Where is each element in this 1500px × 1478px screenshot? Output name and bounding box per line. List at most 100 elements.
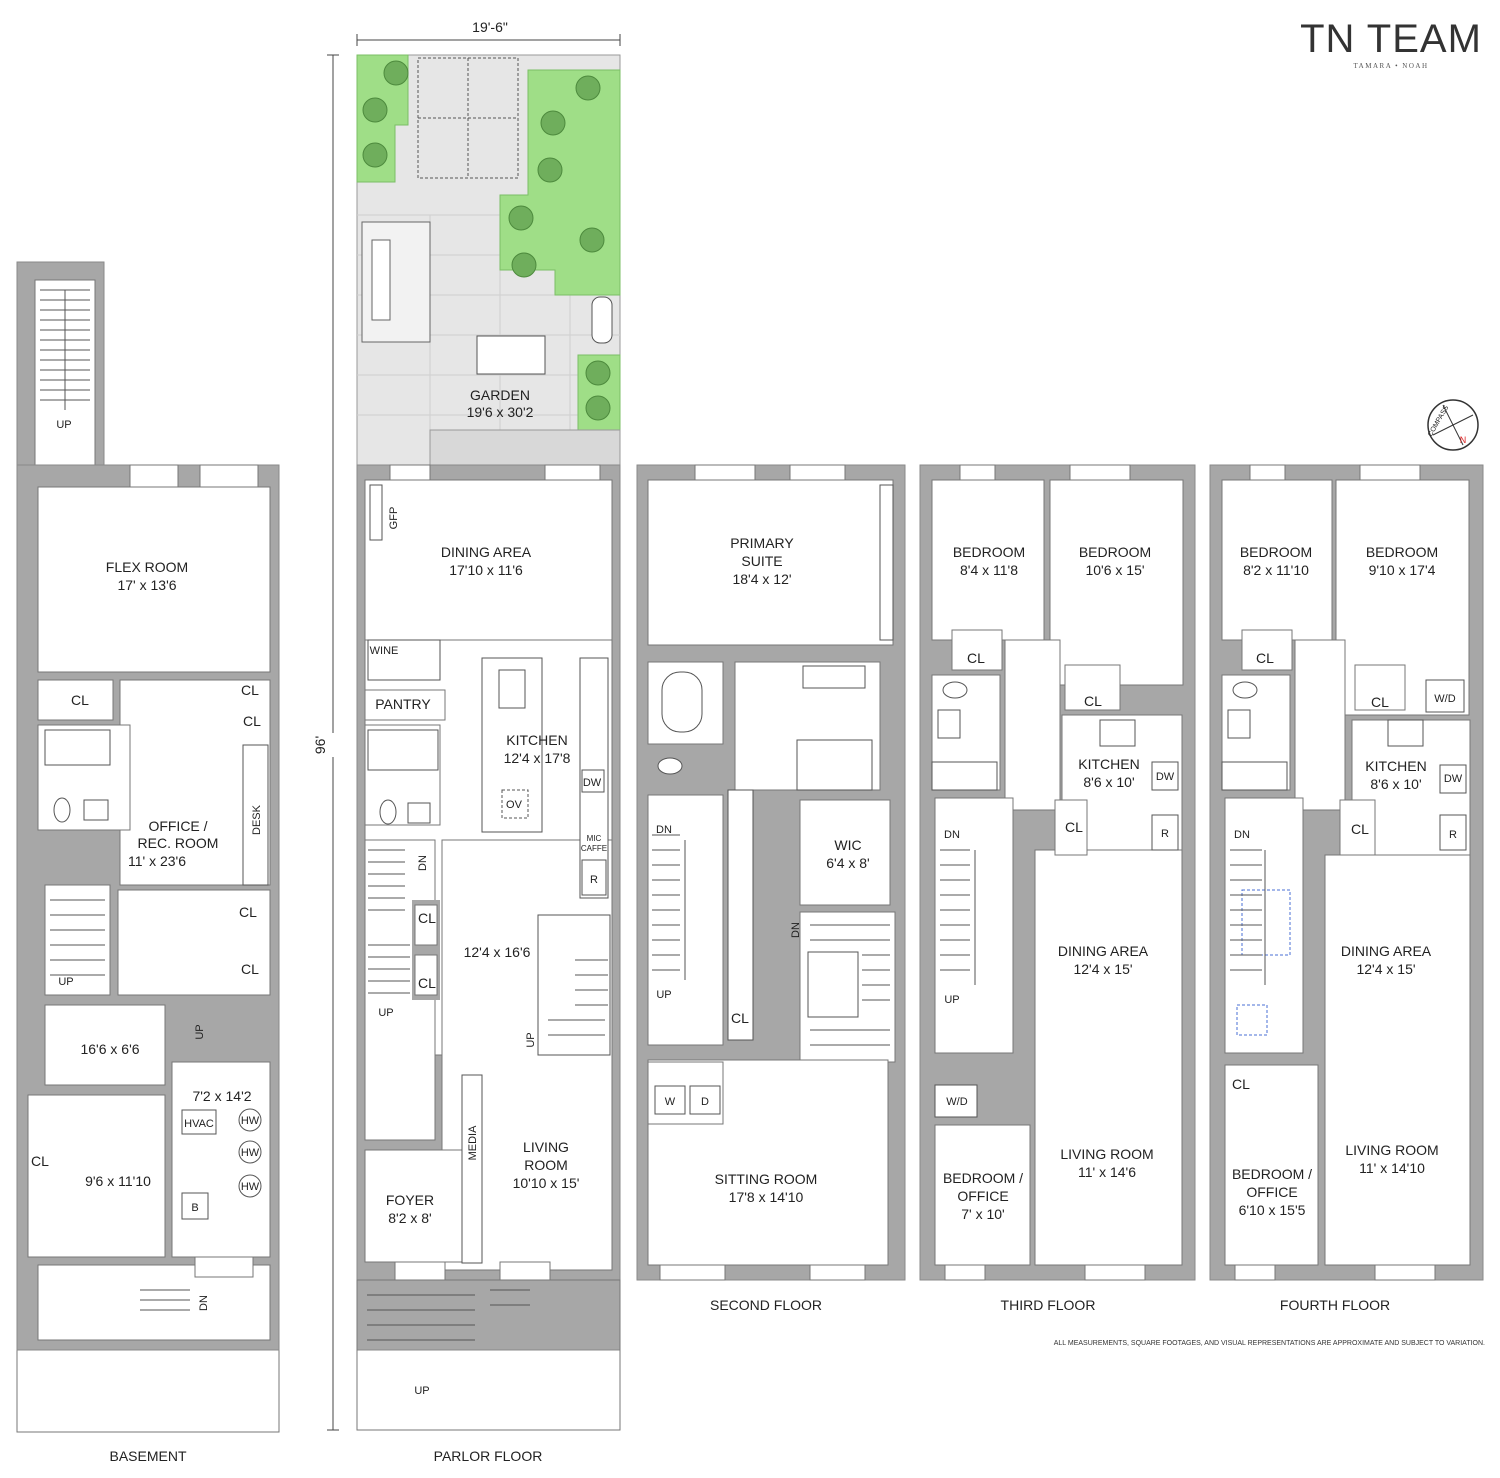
fourth-kitchen-name: KITCHEN: [1365, 758, 1426, 774]
fourth-cl-label: CL: [1256, 650, 1274, 666]
third-bedroom-1: [931, 479, 1045, 641]
second-floor-title: SECOND FLOOR: [710, 1297, 822, 1313]
garden-size: 19'6 x 30'2: [467, 404, 534, 420]
basement-cl-label: CL: [31, 1153, 49, 1169]
foyer-size: 8'2 x 8': [388, 1210, 431, 1226]
desk-label: DESK: [251, 804, 263, 835]
fourth-wd-label: W/D: [1434, 693, 1455, 705]
third-bedroom-office: [934, 1124, 1031, 1266]
third-kitchen-size: 8'6 x 10': [1083, 774, 1134, 790]
third-cl-label: CL: [967, 650, 985, 666]
fourth-floor-title: FOURTH FLOOR: [1280, 1297, 1390, 1313]
walk-in-closet: [799, 799, 891, 906]
wine-label: WINE: [370, 645, 399, 657]
compass-north-label: N: [1460, 435, 1467, 445]
basement-room-9x11: [27, 1094, 166, 1258]
third-office-name-2: OFFICE: [957, 1188, 1008, 1204]
basement-title: BASEMENT: [109, 1448, 186, 1464]
office-room-name-2: REC. ROOM: [138, 835, 219, 851]
width-dimension: 19'-6": [356, 19, 621, 46]
fourth-dining-size: 12'4 x 15': [1356, 961, 1415, 977]
parlor-cl-label: CL: [418, 975, 436, 991]
basement-cl-label: CL: [241, 682, 259, 698]
kitchen-size: 12'4 x 17'8: [504, 750, 571, 766]
dishwasher-label: DW: [583, 777, 602, 789]
pantry-label: PANTRY: [375, 696, 431, 712]
third-bedroom-2-size: 10'6 x 15': [1085, 562, 1144, 578]
office-room-name: OFFICE /: [148, 818, 207, 834]
third-floor-plan: BEDROOM 8'4 x 11'8 BEDROOM 10'6 x 15' KI…: [919, 464, 1196, 1313]
brand-name: TN TEAM: [1300, 17, 1482, 61]
fourth-office-name-2: OFFICE: [1246, 1184, 1297, 1200]
basement-plan: FLEX ROOM 17' x 13'6 OFFICE / REC. ROOM …: [16, 261, 280, 1464]
basement-up-label: UP: [194, 1024, 206, 1039]
basement-closet-1: [37, 679, 114, 721]
flex-room-name: FLEX ROOM: [106, 559, 188, 575]
basement-cl-label: CL: [243, 713, 261, 729]
boiler-label: B: [191, 1202, 198, 1214]
third-office-name: BEDROOM /: [943, 1170, 1023, 1186]
wic-size: 6'4 x 8': [826, 855, 869, 871]
basement-stair: [44, 884, 111, 996]
flex-room-size: 17' x 13'6: [117, 577, 176, 593]
sitting-room-name: SITTING ROOM: [715, 1171, 818, 1187]
sitting-room-size: 17'8 x 14'10: [729, 1189, 804, 1205]
fourth-fridge-label: R: [1449, 829, 1457, 841]
fourth-living-name: LIVING ROOM: [1345, 1142, 1438, 1158]
primary-suite: [647, 479, 894, 646]
fourth-bedroom-2-name: BEDROOM: [1366, 544, 1438, 560]
third-bedroom-2: [1049, 479, 1184, 686]
width-dimension-label: 19'-6": [472, 19, 508, 35]
caffe-label: CAFFE: [581, 844, 607, 853]
third-dining-living: [1034, 849, 1183, 1266]
third-up-label: UP: [944, 994, 959, 1006]
parlor-up-label: UP: [414, 1385, 429, 1397]
fourth-dn-label: DN: [1234, 829, 1250, 841]
second-dn-label: DN: [790, 922, 802, 938]
living-room-size: 10'10 x 15': [513, 1175, 580, 1191]
third-cl-label: CL: [1065, 819, 1083, 835]
third-dw-label: DW: [1156, 771, 1175, 783]
parlor-cl-label: CL: [418, 910, 436, 926]
dryer-label: D: [701, 1096, 709, 1108]
parlor-title: PARLOR FLOOR: [434, 1448, 543, 1464]
third-living-name: LIVING ROOM: [1060, 1146, 1153, 1162]
hvac-label: HVAC: [184, 1118, 214, 1130]
hw-label: HW: [241, 1181, 260, 1193]
garden-name: GARDEN: [470, 387, 530, 403]
fourth-bedroom-1-name: BEDROOM: [1240, 544, 1312, 560]
fourth-living-size: 11' x 14'10: [1359, 1160, 1425, 1176]
third-bedroom-2-name: BEDROOM: [1079, 544, 1151, 560]
basement-room-3-size: 16'6 x 6'6: [80, 1041, 139, 1057]
basement-cl-label: CL: [239, 904, 257, 920]
basement-room-16x6: [44, 1004, 166, 1086]
fourth-dw-label: DW: [1444, 773, 1463, 785]
gfp-label: GFP: [388, 507, 400, 530]
dining-area: [364, 479, 613, 641]
third-dining-name: DINING AREA: [1058, 943, 1149, 959]
fourth-cl-label: CL: [1371, 694, 1389, 710]
depth-dimension-label: 96': [312, 736, 328, 754]
fridge-label: R: [590, 874, 598, 886]
hw-label: HW: [241, 1115, 260, 1127]
foyer: [364, 1149, 476, 1263]
second-dn-label: DN: [656, 824, 672, 836]
primary-suite-size: 18'4 x 12': [732, 571, 791, 587]
second-floor-plan: PRIMARY SUITE 18'4 x 12' WIC 6'4 x 8' SI…: [636, 464, 906, 1313]
second-up-label: UP: [656, 989, 671, 1001]
basement-cl-label: CL: [71, 692, 89, 708]
fourth-cl-label: CL: [1351, 821, 1369, 837]
third-cl-label: CL: [1084, 693, 1102, 709]
fourth-cl-label: CL: [1232, 1076, 1250, 1092]
office-room-size: 11' x 23'6: [128, 853, 186, 869]
compass-icon: COMPASS N: [1427, 399, 1479, 451]
parlor-plan: GARDEN 19'6 x 30'2: [356, 54, 621, 1464]
third-living-size: 11' x 14'6: [1078, 1164, 1136, 1180]
brand-logo: TN TEAM TAMARA • NOAH: [1296, 16, 1486, 70]
disclaimer-text: ALL MEASUREMENTS, SQUARE FOOTAGES, AND V…: [1053, 1340, 1485, 1347]
kitchen-name: KITCHEN: [506, 732, 567, 748]
dining-area-name: DINING AREA: [441, 544, 532, 560]
hw-label: HW: [241, 1147, 260, 1159]
third-floor-title: THIRD FLOOR: [1001, 1297, 1096, 1313]
depth-dimension: 96': [312, 54, 348, 1431]
